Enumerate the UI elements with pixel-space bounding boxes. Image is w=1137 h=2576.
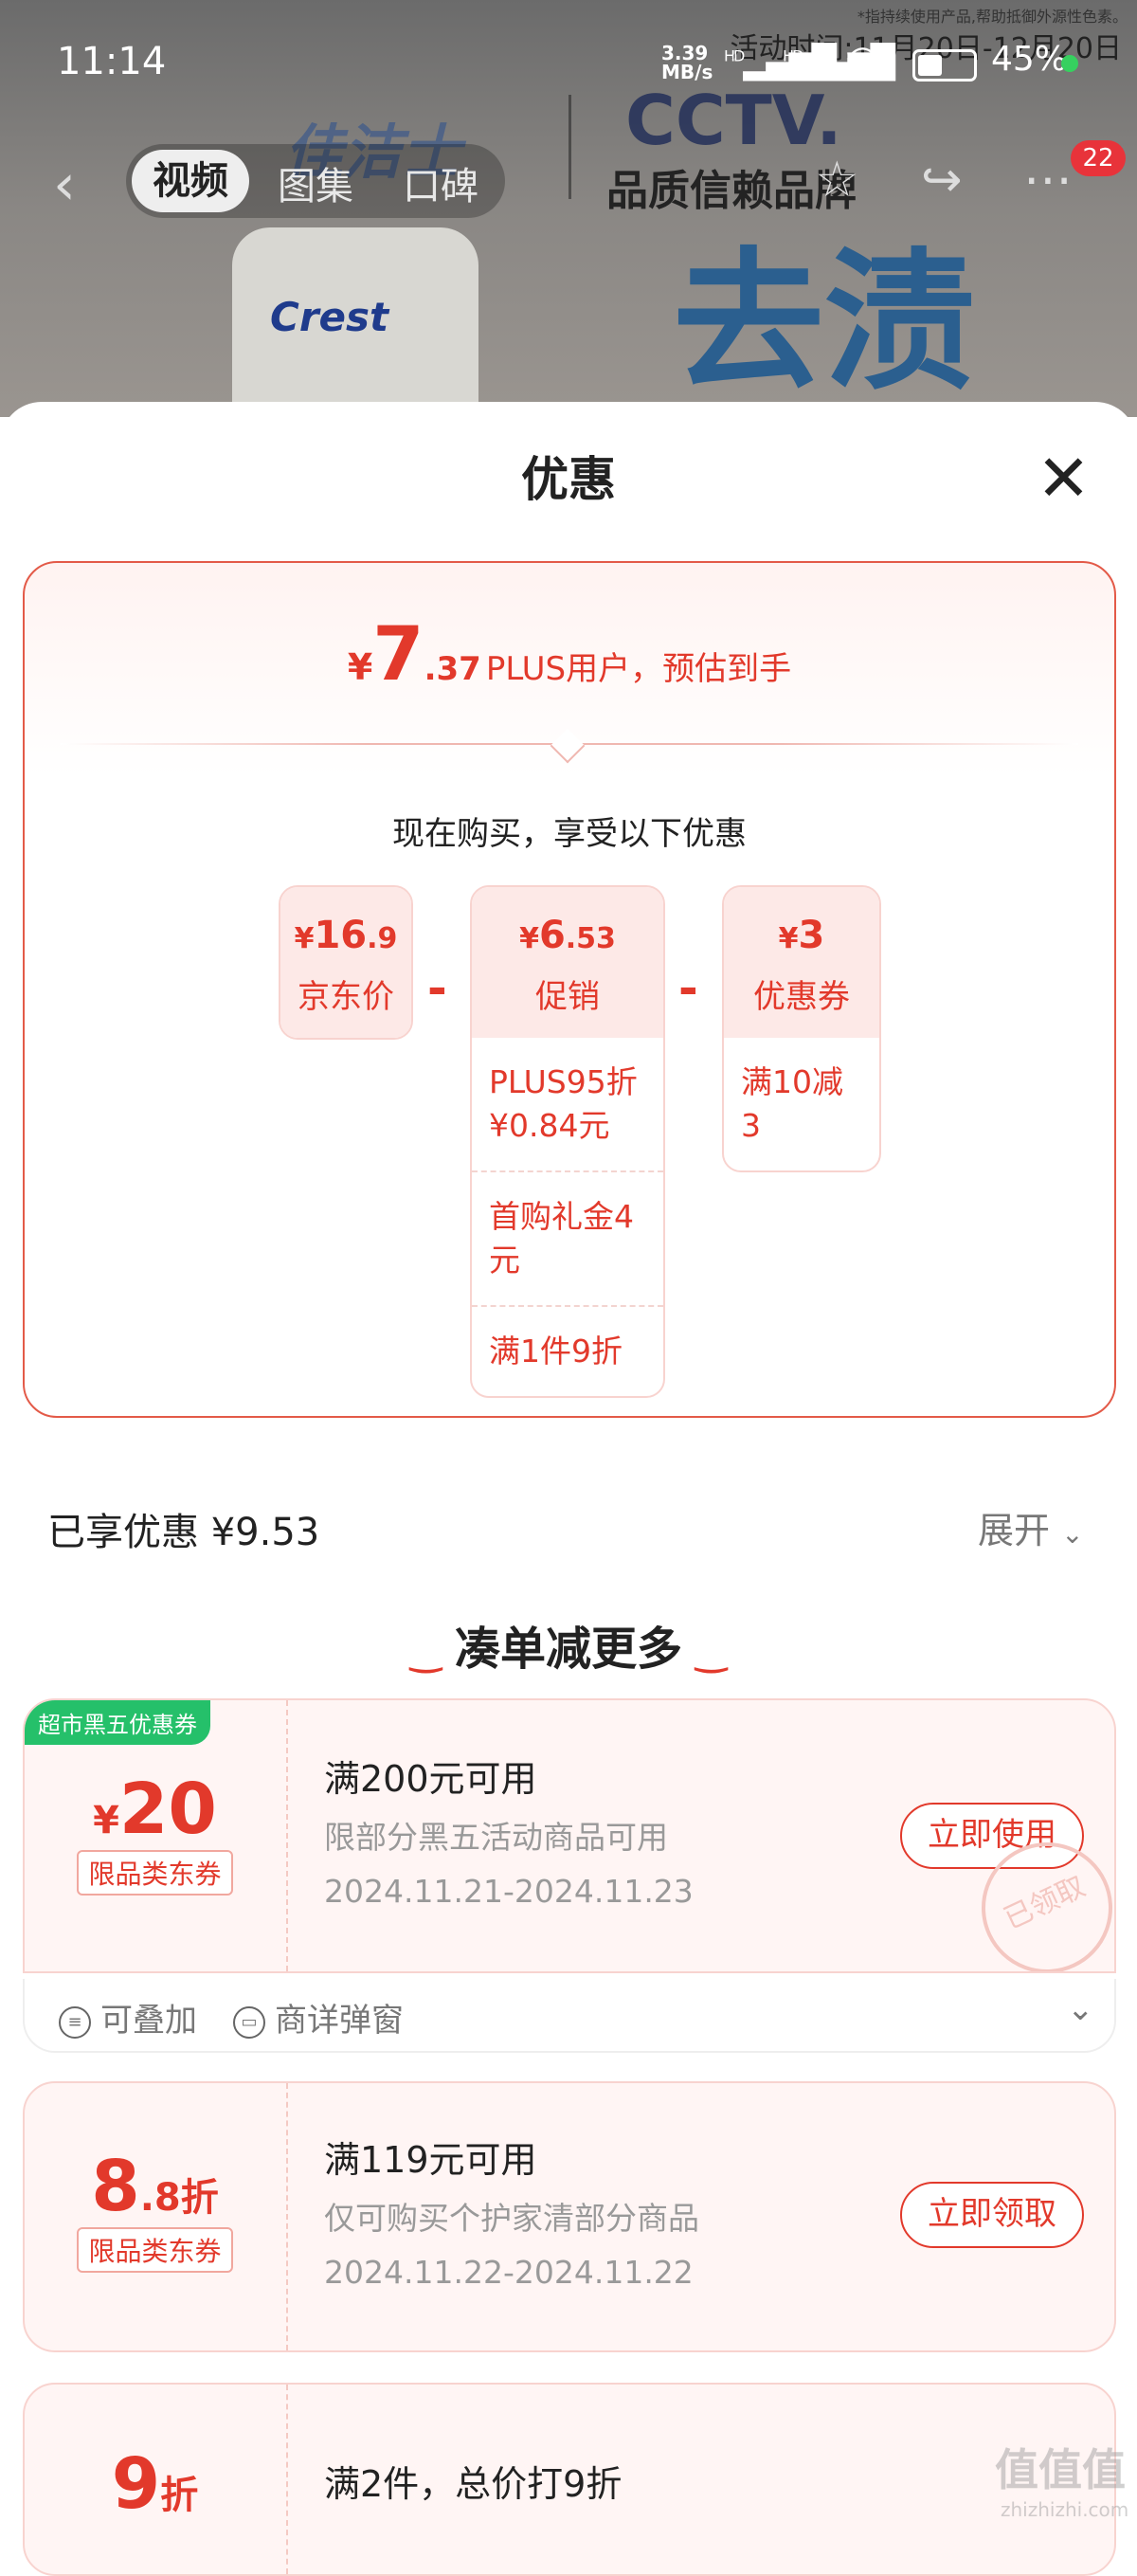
fine-print: *指持续使用产品,帮助抵御外源性色素。 xyxy=(857,8,1128,26)
brand-logo-cn: 佳洁士 xyxy=(284,118,461,187)
coupon-value-block: 9折 xyxy=(25,2443,285,2525)
product-banner: *指持续使用产品,帮助抵御外源性色素。 活动时间:11月20日-12月20日 佳… xyxy=(0,0,1137,417)
tab-video[interactable]: 视频 xyxy=(132,150,249,212)
price-summary-card: ¥7.37 PLUS用户，预估到手 现在购买，享受以下优惠 ¥16.9 京东价 … xyxy=(23,561,1116,1418)
product-tube: Crest xyxy=(232,227,478,417)
enjoyed-discount: 已享优惠 ¥9.53 xyxy=(47,1511,320,1554)
coupon-value: 8.8折 xyxy=(91,2146,219,2227)
column-head: ¥3 优惠券 xyxy=(724,887,879,1038)
price-column-coupon: ¥3 优惠券 满10减3 xyxy=(722,885,881,1172)
column-head: ¥16.9 京东价 xyxy=(280,887,411,1038)
battery-percent: 45% xyxy=(991,40,1068,79)
coupon-ribbon: 超市黑五优惠券 xyxy=(25,1700,210,1745)
expand-button[interactable]: 展开 ⌄ xyxy=(978,1501,1084,1553)
coupon-item: 满10减3 xyxy=(741,1063,843,1144)
coupon-card: 超市黑五优惠券 ¥20 限品类东券 满200元可用 限部分黑五活动商品可用 20… xyxy=(23,1698,1116,1973)
expand-label: 展开 xyxy=(978,1510,1051,1551)
column-amount: ¥16.9 xyxy=(294,914,398,957)
price-integer: 7 xyxy=(372,612,424,698)
notification-badge: 22 xyxy=(1071,140,1126,176)
watermark-logo: 值值值 xyxy=(995,2444,1126,2495)
battery-fill xyxy=(918,55,943,76)
coupon-value: 9折 xyxy=(111,2443,199,2525)
chevron-down-icon: ⌄ xyxy=(1061,1518,1084,1550)
signal-icon: HD▂▄▆█ xyxy=(724,44,837,82)
favorite-star-icon[interactable]: ☆ xyxy=(815,152,859,209)
coupon-type: 限品类东券 xyxy=(77,1850,233,1896)
price-caption: PLUS用户，预估到手 xyxy=(485,650,792,688)
coupon-date: 2024.11.21-2024.11.23 xyxy=(324,1873,694,1910)
cctv-logo: CCTV. xyxy=(625,81,842,160)
more-menu-icon[interactable]: ⋯ xyxy=(1023,152,1073,209)
chevron-down-icon[interactable]: ⌄ xyxy=(1067,1990,1094,2028)
coupon-date: 2024.11.22-2024.11.22 xyxy=(324,2254,694,2291)
column-amount: ¥6.53 xyxy=(519,914,616,957)
coupon-description: 限部分黑五活动商品可用 xyxy=(324,1819,668,1856)
banner-divider xyxy=(568,95,571,199)
tube-brand: Crest xyxy=(270,294,389,340)
cctv-subtitle: 品质信赖品牌 xyxy=(606,167,857,215)
media-tabs: 视频 图集 口碑 xyxy=(126,144,505,218)
banner-headline: 去渍 xyxy=(673,233,977,410)
coupon-separator xyxy=(286,2385,288,2574)
popup-icon: ▭ xyxy=(233,2005,265,2039)
column-label: 促销 xyxy=(535,978,600,1016)
net-speed: 3.39 MB/s xyxy=(661,44,713,82)
status-bar: 11:14 3.39 MB/s HD▂▄▆█ HD▂▄▆█ ◠ 45% xyxy=(0,0,1137,123)
minus-sign: - xyxy=(427,961,447,1016)
coupon-condition: 满2件，总价打9折 xyxy=(324,2463,623,2505)
use-now-button[interactable]: 立即使用 xyxy=(900,1803,1084,1869)
battery-icon xyxy=(912,49,977,82)
wifi-icon: ◠ xyxy=(846,38,879,82)
stack-icon: ≡ xyxy=(59,2005,91,2039)
promo-item: 满1件9折 xyxy=(472,1305,663,1396)
promo-item: PLUS95折 ¥0.84元 xyxy=(489,1063,638,1144)
coupon-value-block: 8.8折 限品类东券 xyxy=(25,2146,285,2273)
net-speed-value: 3.39 xyxy=(661,42,709,64)
breakdown-intro: 现在购买，享受以下优惠 xyxy=(392,815,747,853)
price-currency: ¥ xyxy=(347,646,373,688)
smile-icon: ‿ xyxy=(409,1630,442,1674)
estimated-price: ¥7.37 PLUS用户，预估到手 xyxy=(25,612,1114,698)
charging-dot-icon xyxy=(1061,55,1078,72)
more-deals-label: 凑单减更多 xyxy=(454,1623,682,1676)
coupon-condition: 满119元可用 xyxy=(324,2139,537,2181)
signal-icon-2: HD▂▄▆█ xyxy=(783,44,895,82)
column-label: 京东价 xyxy=(298,978,394,1016)
top-nav: ‹ 视频 图集 口碑 ☆ ↪ ⋯ 22 xyxy=(0,133,1137,227)
smile-icon: ‿ xyxy=(695,1630,728,1674)
more-deals-title: ‿ 凑单减更多 ‿ xyxy=(0,1611,1137,1678)
minus-sign: - xyxy=(678,961,698,1016)
net-speed-unit: MB/s xyxy=(661,61,713,83)
coupon-separator xyxy=(286,1700,288,1971)
coupon-card: 9折 满2件，总价打9折 xyxy=(23,2383,1116,2576)
coupon-tags-bar: ≡可叠加 ▭商详弹窗 ⌄ xyxy=(23,1979,1116,2053)
watermark-url: zhizhizhi.com xyxy=(1001,2498,1129,2521)
coupon-separator xyxy=(286,2083,288,2350)
sheet-title: 优惠 xyxy=(521,452,616,507)
coupon-condition: 满200元可用 xyxy=(324,1758,537,1800)
price-column-promo: ¥6.53 促销 PLUS95折 ¥0.84元 首购礼金4元 满1件9折 xyxy=(470,885,665,1398)
tab-gallery[interactable]: 图集 xyxy=(278,165,353,209)
claim-now-button[interactable]: 立即领取 xyxy=(900,2182,1084,2248)
share-icon[interactable]: ↪ xyxy=(921,152,963,209)
stackable-tag: ≡可叠加 xyxy=(59,1994,197,2041)
column-amount: ¥3 xyxy=(778,914,825,957)
popup-tag: ▭商详弹窗 xyxy=(233,1994,404,2041)
status-time: 11:14 xyxy=(57,40,167,83)
back-arrow-icon[interactable]: ‹ xyxy=(53,152,76,218)
close-icon[interactable]: ✕ xyxy=(1037,442,1091,517)
coupon-description: 仅可购买个护家清部分商品 xyxy=(324,2200,699,2237)
coupon-value-block: ¥20 限品类东券 xyxy=(25,1769,285,1896)
coupon-type: 限品类东券 xyxy=(77,2227,233,2273)
tab-reviews[interactable]: 口碑 xyxy=(403,165,478,209)
column-label: 优惠券 xyxy=(753,978,850,1016)
price-decimal: .37 xyxy=(424,650,481,688)
promo-item: 首购礼金4元 xyxy=(472,1170,663,1305)
price-column-jd: ¥16.9 京东价 xyxy=(279,885,413,1040)
coupon-card: 8.8折 限品类东券 满119元可用 仅可购买个护家清部分商品 2024.11.… xyxy=(23,2081,1116,2352)
coupon-value: ¥20 xyxy=(93,1769,217,1850)
column-head: ¥6.53 促销 xyxy=(472,887,663,1038)
divider-notch xyxy=(550,728,586,764)
